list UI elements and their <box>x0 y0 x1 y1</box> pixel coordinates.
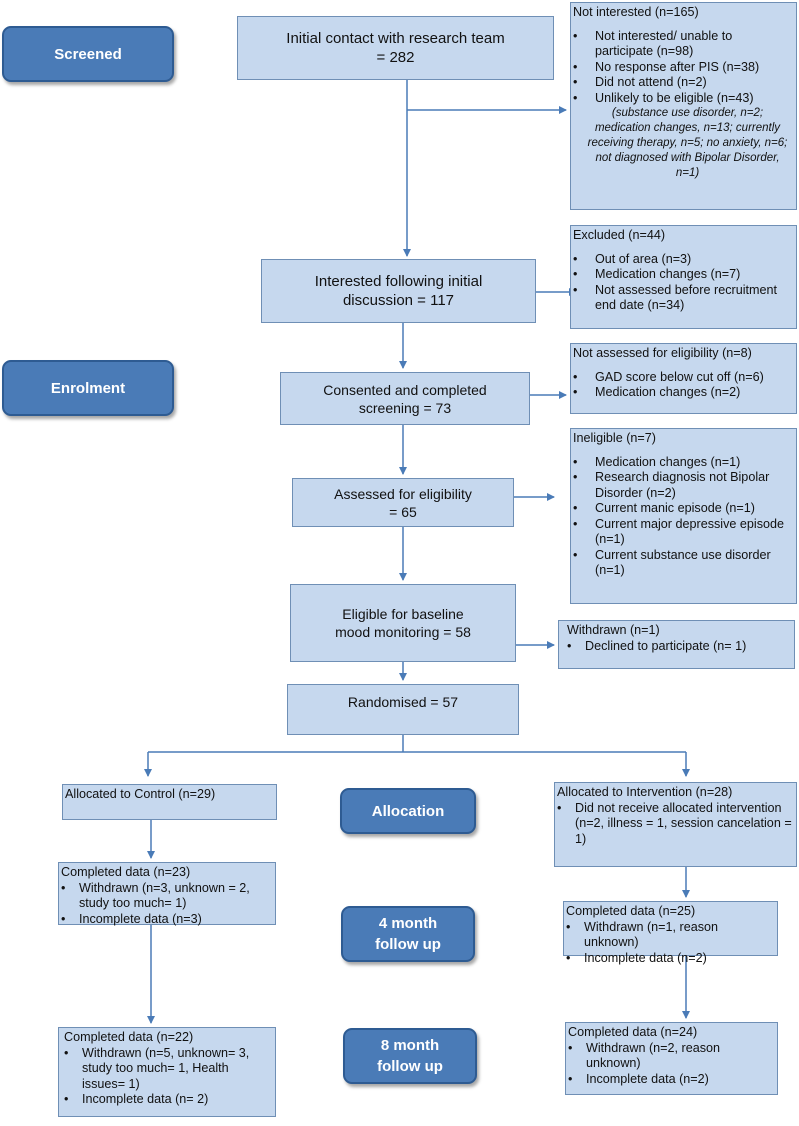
list-item: Not interested/ unable to participate (n… <box>573 29 792 60</box>
list-item: Withdrawn (n=1, reason unknown) <box>566 920 773 951</box>
box-withdrawn: Withdrawn (n=1) Declined to participate … <box>558 620 795 669</box>
intervention-4-month-heading: Completed data (n=25) <box>566 904 696 918</box>
list-item: Medication changes (n=1) <box>573 455 792 471</box>
stage-8-month-follow-up: 8 month follow up <box>343 1028 477 1084</box>
box-consented: Consented and completed screening = 73 <box>280 372 530 425</box>
box-intervention-4-month: Completed data (n=25) Withdrawn (n=1, re… <box>563 901 778 966</box>
eligible-line-2: mood monitoring = 58 <box>335 624 471 640</box>
allocated-control-label: Allocated to Control (n=29) <box>65 787 216 801</box>
list-item: Declined to participate (n= 1) <box>567 639 790 655</box>
box-assessed: Assessed for eligibility = 65 <box>292 478 514 527</box>
interested-line-2: discussion = 117 <box>342 292 455 309</box>
box-not-assessed: Not assessed for eligibility (n=8) GAD s… <box>570 343 797 414</box>
list-item: Out of area (n=3) <box>573 252 792 268</box>
withdrawn-heading: Withdrawn (n=1) <box>567 623 660 637</box>
initial-contact-line-2: = 282 <box>376 49 415 66</box>
list-item: Medication changes (n=7) <box>573 267 792 283</box>
stage-allocation-label: Allocation <box>371 802 445 820</box>
control-4-month-heading: Completed data (n=23) <box>61 865 191 879</box>
ineligible-heading: Ineligible (n=7) <box>573 431 656 445</box>
assessed-line-1: Assessed for eligibility <box>334 485 472 502</box>
box-randomised: Randomised = 57 <box>287 684 519 735</box>
list-item: Withdrawn (n=3, unknown = 2, study too m… <box>61 881 271 912</box>
intervention-8-month-heading: Completed data (n=24) <box>568 1025 698 1039</box>
excluded-heading: Excluded (n=44) <box>573 228 666 242</box>
stage-allocation: Allocation <box>340 788 476 834</box>
list-item: Medication changes (n=2) <box>573 385 792 401</box>
not-interested-note: (substance use disorder, n=2; medication… <box>587 107 788 179</box>
list-item: Withdrawn (n=5, unknown= 3, study too mu… <box>64 1046 271 1093</box>
stage-screened-label: Screened <box>54 45 122 63</box>
box-not-interested: Not interested (n=165) Not interested/ u… <box>570 2 797 210</box>
list-item: Incomplete data (n=2) <box>566 951 773 967</box>
stage-enrolment-label: Enrolment <box>50 379 126 397</box>
randomised-label: Randomised = 57 <box>347 694 459 710</box>
box-initial-contact: Initial contact with research team = 282 <box>237 16 554 80</box>
consented-line-1: Consented and completed <box>323 381 487 398</box>
not-assessed-heading: Not assessed for eligibility (n=8) <box>573 346 752 360</box>
list-item: Current major depressive episode (n=1) <box>573 517 792 548</box>
box-intervention-8-month: Completed data (n=24) Withdrawn (n=2, re… <box>565 1022 778 1095</box>
box-control-4-month: Completed data (n=23) Withdrawn (n=3, un… <box>58 862 276 928</box>
box-eligible: Eligible for baseline mood monitoring = … <box>290 584 516 662</box>
list-item: Did not attend (n=2) <box>573 75 792 91</box>
stage-4-month-line-1: 4 month <box>378 915 438 932</box>
list-item: Incomplete data (n=2) <box>568 1072 773 1088</box>
control-8-month-heading: Completed data (n=22) <box>64 1030 194 1044</box>
list-item: No response after PIS (n=38) <box>573 60 792 76</box>
stage-4-month-line-2: follow up <box>375 936 441 953</box>
list-item: Unlikely to be eligible (n=43) <box>573 91 792 107</box>
list-item: Current manic episode (n=1) <box>573 501 792 517</box>
stage-screened: Screened <box>2 26 174 82</box>
list-item: Current substance use disorder (n=1) <box>573 548 792 579</box>
box-excluded: Excluded (n=44) Out of area (n=3) Medica… <box>570 225 797 329</box>
list-item: Withdrawn (n=2, reason unknown) <box>568 1041 773 1072</box>
list-item: Incomplete data (n=3) <box>61 912 271 928</box>
list-item: Research diagnosis not Bipolar Disorder … <box>573 470 792 501</box>
stage-8-month-line-1: 8 month <box>380 1037 440 1054</box>
not-interested-heading: Not interested (n=165) <box>573 5 699 19</box>
interested-line-1: Interested following initial <box>314 273 483 290</box>
stage-enrolment: Enrolment <box>2 360 174 416</box>
allocated-intervention-heading: Allocated to Intervention (n=28) <box>557 785 733 799</box>
box-allocated-intervention: Allocated to Intervention (n=28) Did not… <box>554 782 797 867</box>
stage-4-month-follow-up: 4 month follow up <box>341 906 475 962</box>
box-control-8-month: Completed data (n=22) Withdrawn (n=5, un… <box>58 1027 276 1117</box>
list-item: Not assessed before recruitment end date… <box>573 283 792 314</box>
initial-contact-line-1: Initial contact with research team <box>286 30 505 47</box>
list-item: GAD score below cut off (n=6) <box>573 370 792 386</box>
eligible-line-1: Eligible for baseline <box>342 606 464 622</box>
list-item: Did not receive allocated intervention (… <box>557 801 792 848</box>
consented-line-2: screening = 73 <box>358 399 452 416</box>
assessed-line-2: = 65 <box>389 503 417 520</box>
box-allocated-control: Allocated to Control (n=29) <box>62 784 277 820</box>
stage-8-month-line-2: follow up <box>377 1058 443 1075</box>
box-interested: Interested following initial discussion … <box>261 259 536 323</box>
box-ineligible: Ineligible (n=7) Medication changes (n=1… <box>570 428 797 604</box>
list-item: Incomplete data (n= 2) <box>64 1092 271 1108</box>
